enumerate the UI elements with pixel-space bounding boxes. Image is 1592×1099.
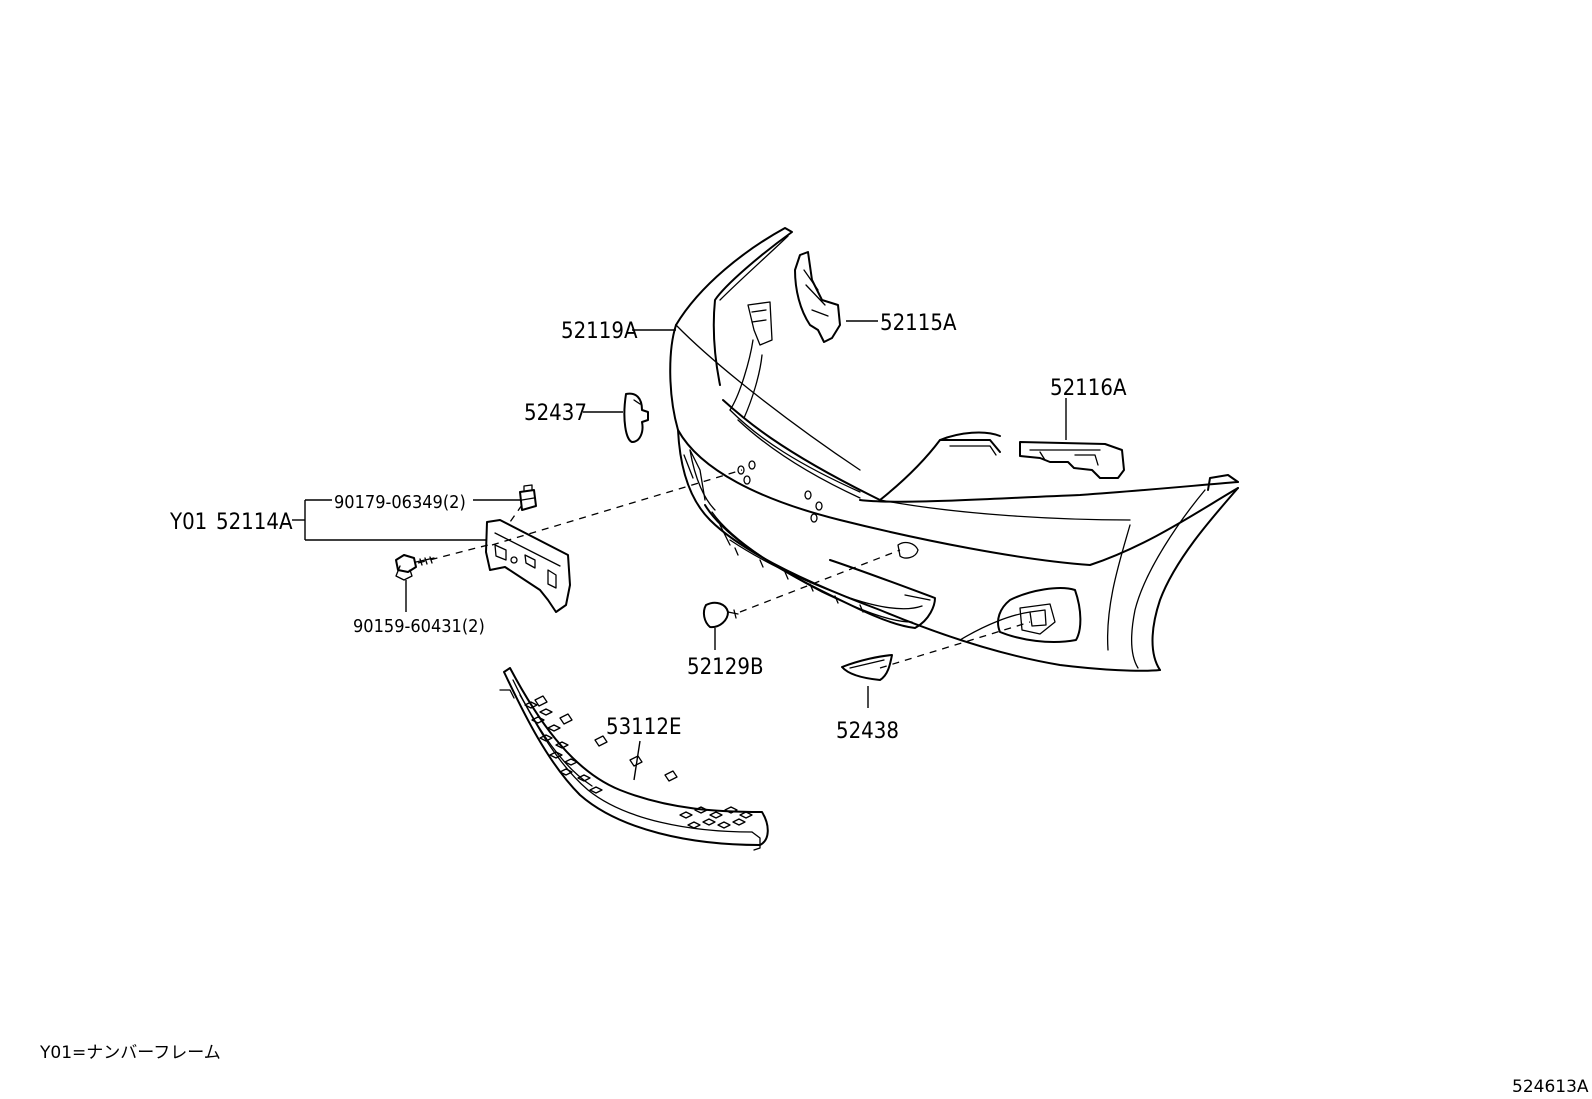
footnote: Y01=ナンバーフレーム	[39, 1043, 221, 1063]
label-lamp-cover-left: 52437	[524, 401, 587, 426]
label-lower-grille: 53112E	[606, 715, 681, 740]
lower-grille-drawing	[499, 667, 769, 851]
label-bumper-cover: 52119A	[561, 319, 638, 344]
plate-clip-drawing	[519, 484, 537, 511]
label-lamp-cover-right: 52438	[836, 719, 899, 744]
label-retainer-side: 52116A	[1050, 376, 1127, 401]
retainer-side-drawing	[1019, 441, 1125, 479]
bumper-cover-drawing	[669, 227, 1239, 672]
leader-lines	[292, 320, 1067, 781]
label-plate-prefix: Y01	[169, 510, 207, 535]
label-plate-bracket: 52114A	[216, 510, 293, 535]
label-plate-screw: 90159-60431(2)	[353, 616, 485, 637]
grille-mesh-drawing	[524, 701, 753, 829]
plate-bracket-drawing	[485, 519, 571, 613]
assembly-lines	[417, 469, 1031, 669]
label-tow-hook-cover: 52129B	[687, 655, 764, 680]
tow-hook-cover-drawing	[702, 601, 739, 629]
label-plate-clip: 90179-06349(2)	[334, 492, 466, 513]
lamp-cover-right-drawing	[841, 654, 893, 681]
lamp-cover-left-drawing	[623, 392, 649, 443]
plate-screw-drawing	[395, 554, 435, 581]
retainer-upper-drawing	[794, 251, 841, 343]
diagram-id: 524613A	[1512, 1077, 1589, 1097]
label-retainer-upper: 52115A	[880, 311, 957, 336]
